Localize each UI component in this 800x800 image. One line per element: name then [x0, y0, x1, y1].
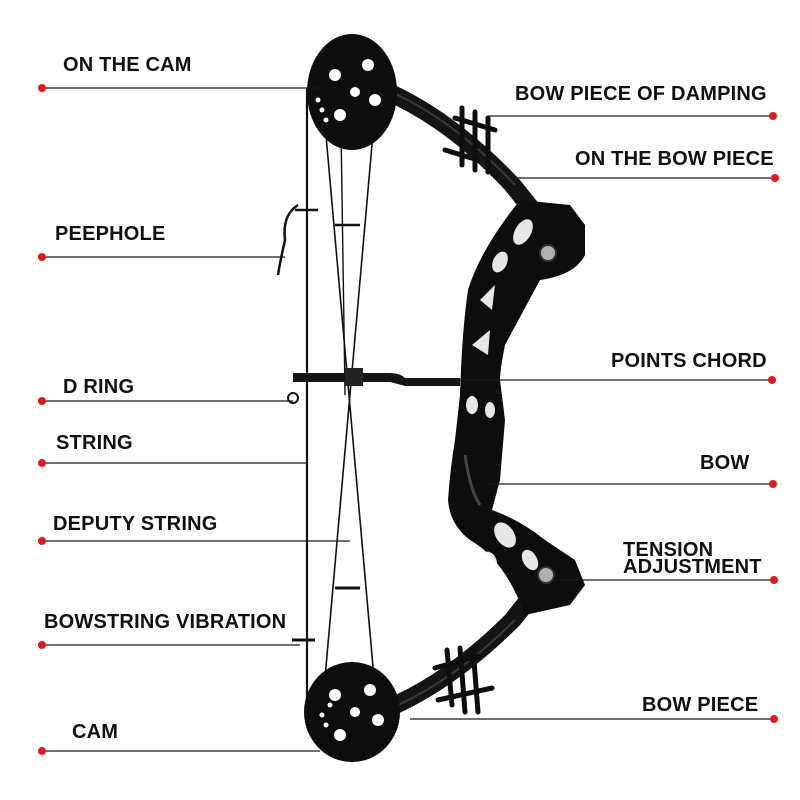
arrow-rest-bar	[293, 368, 460, 386]
string-accessories	[287, 392, 360, 642]
label-points-chord: POINTS CHORD	[611, 350, 767, 372]
label-bow-piece-of-damping: BOW PIECE OF DAMPING	[515, 83, 767, 105]
label-on-the-bow-piece: ON THE BOW PIECE	[575, 148, 774, 170]
leader-dots-left	[38, 84, 46, 755]
label-deputy-string: DEPUTY STRING	[53, 513, 218, 535]
lower-tension-bolt	[537, 566, 555, 584]
label-tension-line1: TENSION	[623, 539, 714, 561]
top-cam	[307, 34, 397, 150]
label-string: STRING	[56, 432, 133, 454]
label-bowstring-vibration: BOWSTRING VIBRATION	[44, 611, 287, 633]
label-cam: CAM	[72, 721, 119, 743]
upper-limb-dampers	[442, 105, 498, 175]
leader-lines-right	[405, 115, 775, 720]
strings	[305, 59, 378, 713]
label-on-the-cam: ON THE CAM	[63, 54, 192, 76]
upper-tension-bolt	[539, 244, 557, 262]
lower-limb-dampers	[432, 645, 495, 715]
label-bow-piece: BOW PIECE	[642, 694, 759, 716]
riser	[448, 200, 585, 615]
label-bow: BOW	[700, 452, 750, 474]
label-tension-line2: ADJUSTMENT	[623, 556, 762, 578]
label-peephole: PEEPHOLE	[55, 223, 166, 245]
deputy-string-b	[321, 87, 378, 713]
leader-dots-right	[768, 112, 779, 723]
peephole-sight	[276, 203, 360, 276]
label-d-ring: D RING	[63, 376, 135, 398]
bottom-cam	[304, 662, 400, 762]
leader-lines-left	[42, 87, 350, 752]
